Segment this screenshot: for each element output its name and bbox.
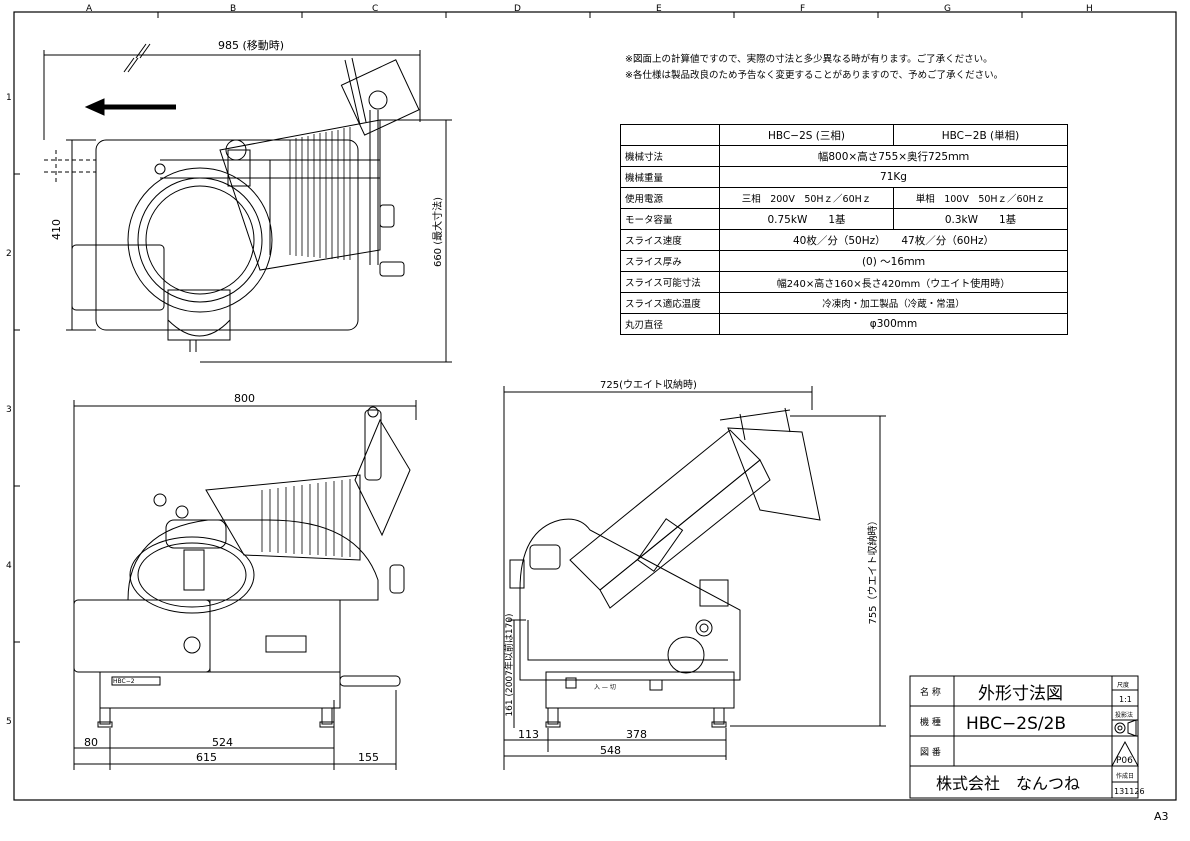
tb-model-value: HBC−2S/2B [966, 714, 1066, 734]
row-label-2: 2 [6, 249, 12, 259]
tb-name-value: 外形寸法図 [978, 684, 1063, 704]
spec-row: 使用電源 三相 200V 50Hｚ／60Hｚ 単相 100V 50Hｚ／60Hｚ [620, 187, 1068, 209]
spec-value: 40枚／分（50Hz） 47枚／分（60Hz） [719, 229, 1068, 251]
spec-value: (0) ～16ｍｍ [719, 250, 1068, 272]
dim-side-378: 378 [626, 728, 647, 741]
sheet-size-label: A3 [1154, 810, 1169, 823]
spec-value: 冷凍肉・加工製品（冷蔵・常温） [719, 292, 1068, 314]
tb-drawing-label: 図 番 [920, 746, 941, 758]
top-view [43, 43, 452, 363]
tb-projection-label: 投影法 [1115, 711, 1133, 719]
col-label-c: C [372, 4, 378, 14]
dim-front-524: 524 [212, 736, 233, 749]
dim-side-low-height: 161 (2007年以前は170) [503, 613, 515, 716]
dim-front-615: 615 [196, 751, 217, 764]
spec-value-2b: 0.3kW 1基 [893, 208, 1068, 230]
spec-label: スライス厚み [620, 250, 720, 272]
dim-side-548: 548 [600, 744, 621, 757]
dim-side-height: 755（ウエイト収納時） [866, 515, 879, 624]
spec-label: スライス速度 [620, 229, 720, 251]
spec-label: 機械寸法 [620, 145, 720, 167]
row-label-5: 5 [6, 717, 12, 727]
dim-front-width: 800 [234, 392, 255, 405]
tb-date-value: 131126 [1114, 787, 1145, 796]
dim-side-top: 725(ウエイト収納時) [600, 378, 697, 391]
front-view [73, 400, 417, 770]
col-label-a: A [86, 4, 93, 14]
spec-value-2s: 三相 200V 50Hｚ／60Hｚ [719, 187, 894, 209]
spec-value: 幅240×高さ160×長さ420mm（ウエイト使用時） [719, 271, 1068, 293]
spec-row: スライス適応温度 冷凍肉・加工製品（冷蔵・常温） [620, 292, 1068, 314]
spec-header-2s: HBC−2S (三相) [719, 124, 894, 146]
spec-header-blank [620, 124, 720, 146]
row-label-3: 3 [6, 405, 12, 415]
spec-label: 丸刃直径 [620, 313, 720, 335]
spec-value: 幅800×高さ755×奥行725ｍｍ [719, 145, 1068, 167]
dim-front-80: 80 [84, 736, 98, 749]
row-ticks [14, 173, 20, 643]
col-label-b: B [230, 4, 236, 14]
dim-top-height-right: 660 (最大寸法) [431, 197, 444, 267]
spec-value: φ300mm [719, 313, 1068, 335]
col-label-f: F [800, 4, 805, 14]
spec-label: スライス可能寸法 [620, 271, 720, 293]
tb-scale-value: 1:1 [1119, 695, 1132, 704]
spec-header-2b: HBC−2B (単相) [893, 124, 1068, 146]
spec-value: 71Kg [719, 166, 1068, 188]
tb-date-label: 作成日 [1116, 772, 1134, 780]
spec-label: 機械重量 [620, 166, 720, 188]
spec-row: 丸刃直径 φ300mm [620, 313, 1068, 335]
spec-table: HBC−2S (三相) HBC−2B (単相) 機械寸法 幅800×高さ755×… [620, 124, 1068, 335]
title-block-grid [909, 675, 1139, 799]
spec-value-2s: 0.75kW 1基 [719, 208, 894, 230]
spec-label: スライス適応温度 [620, 292, 720, 314]
spec-value-2b: 単相 100V 50Hｚ／60Hｚ [893, 187, 1068, 209]
spec-label: モータ容量 [620, 208, 720, 230]
sheet-border [13, 11, 1177, 801]
spec-label: 使用電源 [620, 187, 720, 209]
note-2: ※各仕様は製品改良のため予告なく変更することがありますので、予めご了承ください。 [625, 70, 1004, 81]
tb-model-label: 機 種 [920, 716, 941, 728]
side-view [503, 386, 886, 770]
notes: ※図面上の計算値ですので、実際の寸法と多少異なる時が有ります。ご了承ください。 … [625, 52, 1003, 84]
col-label-g: G [944, 4, 951, 14]
spec-row: スライス速度 40枚／分（50Hz） 47枚／分（60Hz） [620, 229, 1068, 251]
spec-row: 機械重量 71Kg [620, 166, 1068, 188]
dim-side-113: 113 [518, 728, 539, 741]
spec-row: スライス可能寸法 幅240×高さ160×長さ420mm（ウエイト使用時） [620, 271, 1068, 293]
tb-name-label: 名 称 [920, 686, 941, 698]
spec-row: スライス厚み (0) ～16ｍｍ [620, 250, 1068, 272]
dim-top-width: 985 (移動時) [218, 38, 284, 52]
column-ticks [157, 12, 1023, 18]
dim-top-height-left: 410 [50, 219, 63, 240]
spec-row: 機械寸法 幅800×高さ755×奥行725ｍｍ [620, 145, 1068, 167]
note-1: ※図面上の計算値ですので、実際の寸法と多少異なる時が有ります。ご了承ください。 [625, 54, 993, 65]
spec-header-row: HBC−2S (三相) HBC−2B (単相) [620, 124, 1068, 146]
front-nameplate-label: HBC−2 [113, 678, 135, 685]
row-label-1: 1 [6, 93, 12, 103]
dim-front-155: 155 [358, 751, 379, 764]
col-label-h: H [1086, 4, 1093, 14]
side-switch-label: 入 — 切 [594, 684, 616, 691]
col-label-d: D [514, 4, 521, 14]
col-label-e: E [656, 4, 662, 14]
spec-row: モータ容量 0.75kW 1基 0.3kW 1基 [620, 208, 1068, 230]
tb-company: 株式会社 なんつね [936, 774, 1080, 793]
row-label-4: 4 [6, 561, 12, 571]
tb-page-code: P06 [1116, 756, 1133, 766]
tb-scale-label: 尺度 [1117, 681, 1129, 689]
